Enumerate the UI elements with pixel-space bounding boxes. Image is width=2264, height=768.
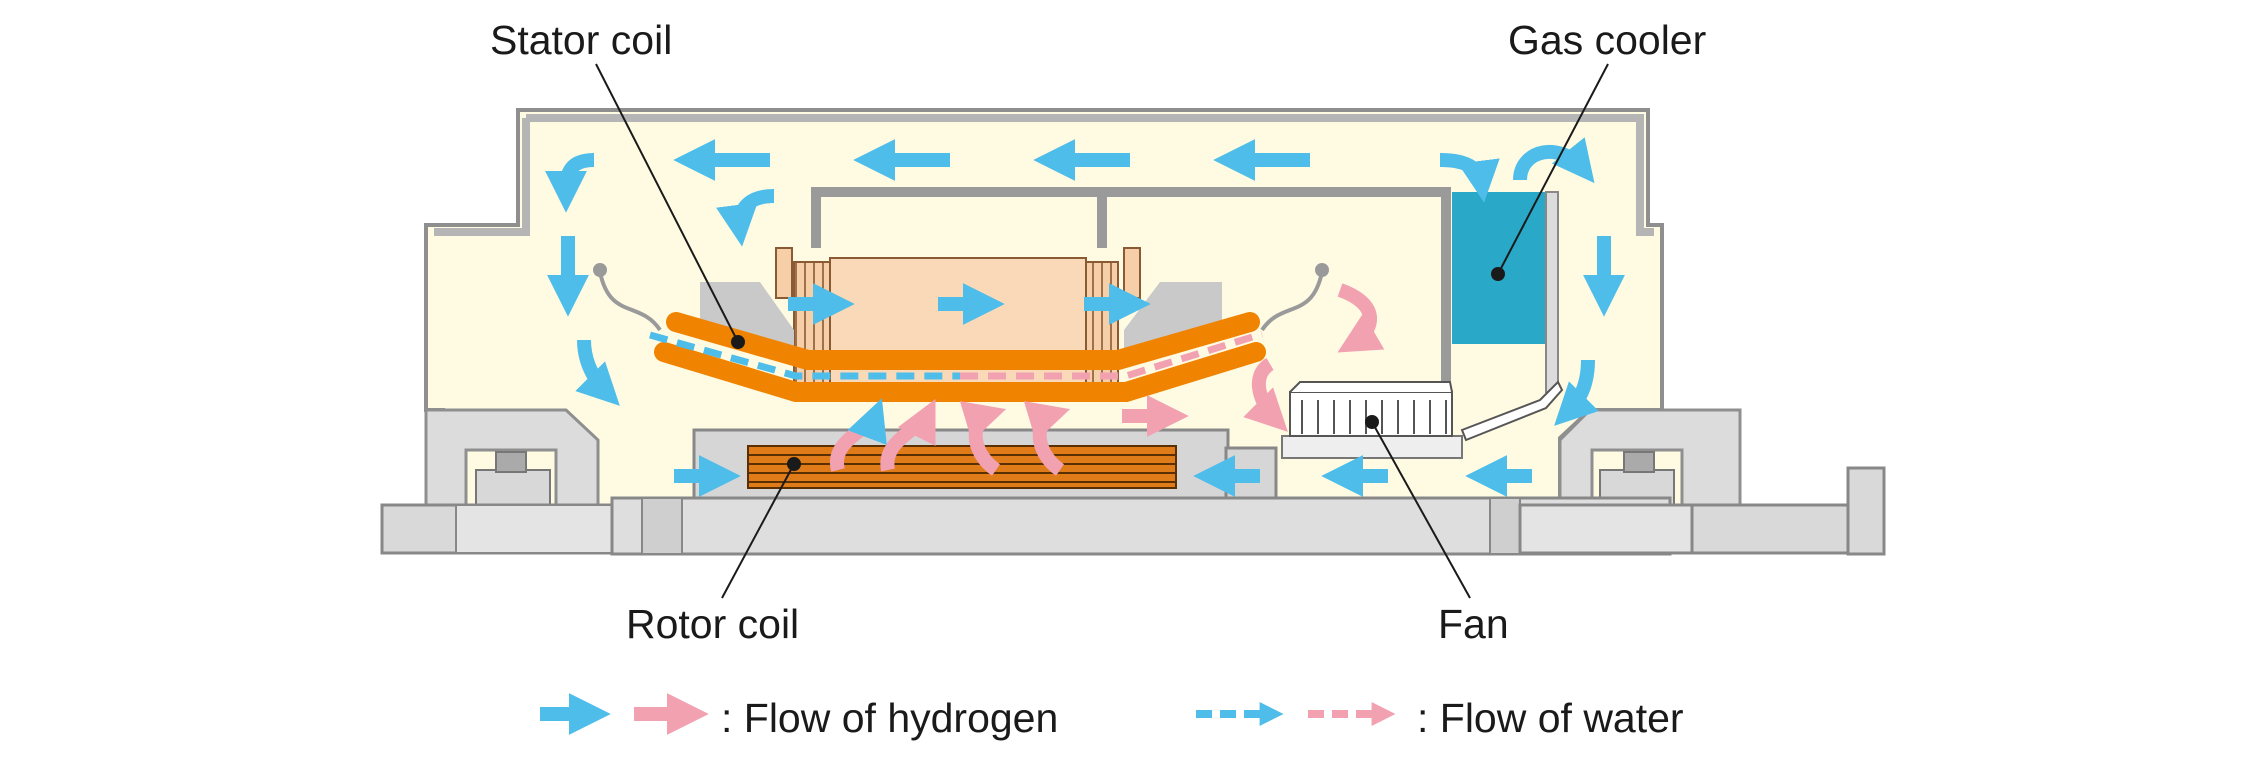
right-bearing-housing	[1558, 408, 1742, 512]
stator-core	[700, 247, 1222, 399]
fan-label: Fan	[1438, 601, 1509, 647]
legend-hydrogen-text: : Flow of hydrogen	[721, 695, 1059, 741]
hydrogen-flow-blue	[545, 137, 1625, 497]
left-bearing-housing	[424, 408, 600, 512]
stator-coil-label: Stator coil	[490, 17, 673, 63]
rotor-coil-label: Rotor coil	[626, 601, 800, 647]
rotor-coil	[747, 445, 1177, 489]
gas-cooler-label: Gas cooler	[1508, 17, 1707, 63]
hydrogen-flow-pink	[830, 283, 1385, 476]
leader-lines	[595, 63, 1609, 599]
legend-water-text: : Flow of water	[1417, 695, 1684, 741]
rotor-shaft	[380, 466, 1886, 556]
